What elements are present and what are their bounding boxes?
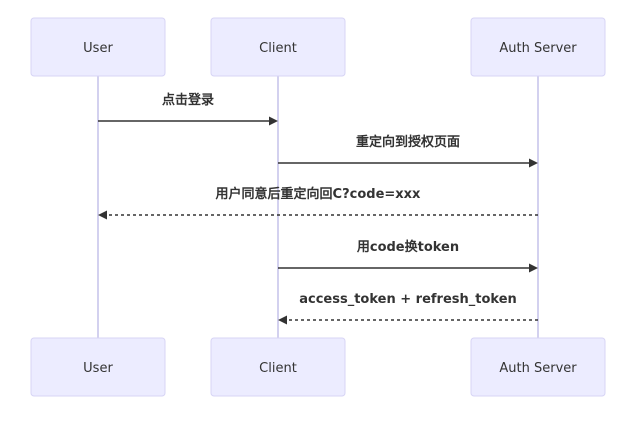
actor-label: Client <box>259 41 297 56</box>
actor-box <box>30 17 166 77</box>
actor-user-top: User <box>30 17 166 77</box>
message-label: 重定向到授权页面 <box>356 134 460 150</box>
message-3: 用户同意后重定向回C?code=xxx <box>98 186 538 220</box>
actor-box <box>210 17 346 77</box>
actor-label: Client <box>259 361 297 376</box>
arrowhead-icon <box>278 315 287 325</box>
actors-top: User Client Auth Server <box>30 17 606 77</box>
actor-client-bottom: Client <box>210 337 346 397</box>
actor-box <box>30 337 166 397</box>
actors-bottom: User Client Auth Server <box>30 337 606 397</box>
message-label: 点击登录 <box>162 92 214 108</box>
actor-label: User <box>83 361 113 376</box>
message-2: 重定向到授权页面 <box>278 134 538 168</box>
arrowhead-icon <box>269 116 278 126</box>
actor-label: Auth Server <box>499 41 577 56</box>
message-1: 点击登录 <box>98 92 278 126</box>
arrowhead-icon <box>529 158 538 168</box>
message-label: access_token + refresh_token <box>299 292 517 307</box>
message-4: 用code换token <box>278 239 538 273</box>
actor-auth-top: Auth Server <box>470 17 606 77</box>
arrowhead-icon <box>529 263 538 273</box>
actor-label: Auth Server <box>499 361 577 376</box>
actor-box <box>470 337 606 397</box>
message-label: 用户同意后重定向回C?code=xxx <box>215 186 422 202</box>
actor-client-top: Client <box>210 17 346 77</box>
message-5: access_token + refresh_token <box>278 292 538 325</box>
actor-box <box>210 337 346 397</box>
message-label: 用code换token <box>356 239 459 255</box>
lifelines <box>97 76 539 338</box>
actor-box <box>470 17 606 77</box>
actor-auth-bottom: Auth Server <box>470 337 606 397</box>
actor-label: User <box>83 41 113 56</box>
arrowhead-icon <box>98 210 107 220</box>
actor-user-bottom: User <box>30 337 166 397</box>
